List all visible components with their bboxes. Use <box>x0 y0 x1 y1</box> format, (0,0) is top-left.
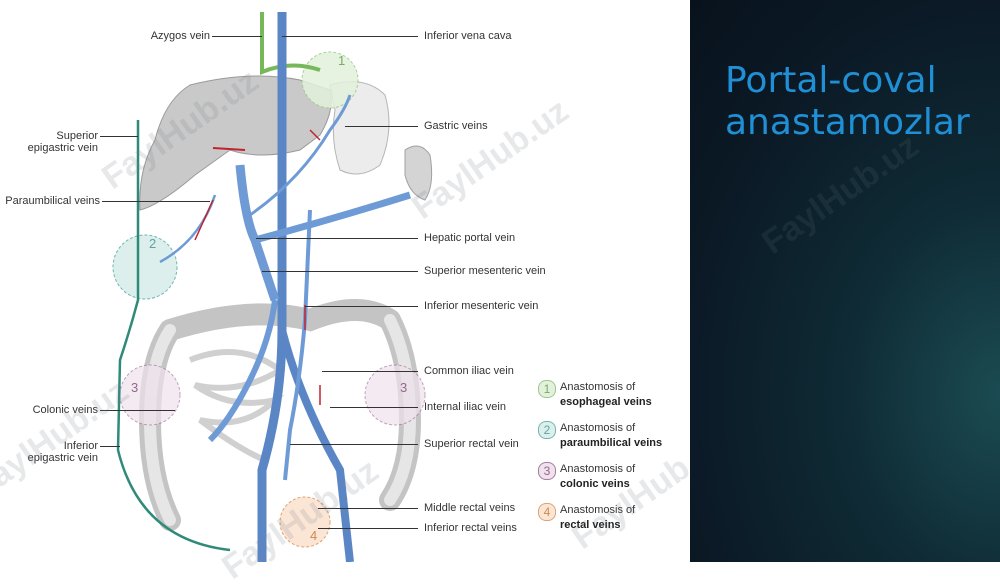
label-middle-rectal-veins: Middle rectal veins <box>424 502 516 514</box>
legend-number: 2 <box>538 421 556 439</box>
superior-mesenteric-vein <box>207 299 278 443</box>
anatomy-illustration: 1 2 3 3 4 <box>112 12 433 562</box>
legend-number: 3 <box>538 462 556 480</box>
region-paraumbilical <box>112 234 178 300</box>
legend-item-rectal: 4 Anastomosis of rectal veins <box>538 501 688 537</box>
label-colonic-veins: Colonic veins <box>32 404 98 416</box>
label-inferior-vena-cava: Inferior vena cava <box>424 30 512 42</box>
label-inferior-rectal-veins: Inferior rectal veins <box>424 522 517 534</box>
legend-item-paraumbilical: 2 Anastomosis of paraumbilical veins <box>538 419 688 455</box>
label-common-iliac-vein: Common iliac vein <box>424 365 514 377</box>
legend-text-bold: paraumbilical veins <box>560 437 663 449</box>
legend-text: Anastomosis of <box>560 381 636 393</box>
region-number-3-left: 3 <box>131 380 138 395</box>
region-number-3-right: 3 <box>400 380 407 395</box>
label-superior-rectal-vein: Superior rectal vein <box>424 438 519 450</box>
legend-text-bold: esophageal veins <box>560 396 652 408</box>
label-azygos-vein: Azygos vein <box>150 30 210 42</box>
flow-arrow <box>212 147 246 151</box>
region-colonic-right <box>364 364 426 426</box>
portal-caval-diagram: 1 2 3 3 4 Azygos vein Inferior vena cava… <box>0 12 736 587</box>
label-superior-mesenteric-vein: Superior mesenteric vein <box>424 265 546 277</box>
right-iliac <box>278 329 354 562</box>
legend-item-esophageal: 1 Anastomosis of esophageal veins <box>538 378 688 414</box>
gastric-veins <box>249 94 352 217</box>
slide-title: Portal-coval anastamozlar <box>725 60 970 143</box>
hepatic-portal-vein <box>235 164 280 302</box>
label-superior-epigastric-vein: Superior epigastric vein <box>27 130 98 154</box>
watermark: FaylHub.uz <box>755 126 926 262</box>
legend-text-bold: colonic veins <box>560 478 630 490</box>
label-inferior-mesenteric-vein: Inferior mesenteric vein <box>424 300 539 312</box>
label-paraumbilical-veins: Paraumbilical veins <box>5 195 100 207</box>
label-gastric-veins: Gastric veins <box>424 120 488 132</box>
legend-text: Anastomosis of <box>560 422 636 434</box>
flow-arrow <box>194 199 214 241</box>
label-inferior-epigastric-vein: Inferior epigastric vein <box>27 440 98 464</box>
spleen <box>404 145 433 201</box>
legend-text-bold: rectal veins <box>560 519 621 531</box>
region-rectal <box>279 496 331 548</box>
small-intestine <box>188 349 286 463</box>
splenic-vein <box>254 191 412 244</box>
region-esophageal <box>301 51 359 109</box>
legend-number: 4 <box>538 503 556 521</box>
legend-item-colonic: 3 Anastomosis of colonic veins <box>538 460 688 496</box>
flow-arrow <box>309 129 321 141</box>
legend-number: 1 <box>538 380 556 398</box>
azygos-vein <box>260 12 321 76</box>
region-number-4: 4 <box>310 528 317 543</box>
legend-text: Anastomosis of <box>560 504 636 516</box>
label-hepatic-portal-vein: Hepatic portal vein <box>424 232 516 244</box>
region-number-2: 2 <box>149 236 156 251</box>
region-number-1: 1 <box>338 53 345 68</box>
title-panel: Portal-coval anastamozlar FaylHub.uz <box>690 0 1000 562</box>
epigastric-vein <box>116 120 231 552</box>
legend-text: Anastomosis of <box>560 463 636 475</box>
label-internal-iliac-vein: Internal iliac vein <box>424 401 506 413</box>
